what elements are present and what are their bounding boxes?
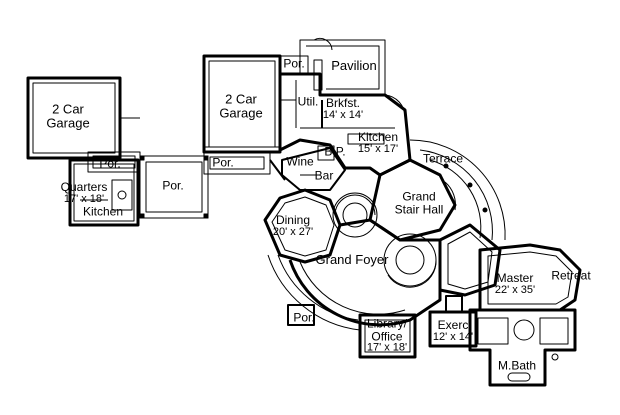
room-name: Master [496, 270, 534, 285]
room-label-pavilion: Pavilion [331, 59, 377, 73]
room-name-line2: Office [371, 329, 403, 344]
room-name: Wine [286, 154, 314, 169]
room-name: Por. [162, 178, 184, 193]
room-label-por-top: Por. [283, 58, 304, 71]
room-name-line2: Garage [46, 115, 90, 130]
room-label-quarters: Quarters 17' x 18' [61, 181, 108, 205]
terrace-walls [409, 139, 506, 241]
room-dimensions: 20' x 27' [272, 225, 314, 238]
room-label-bar: Bar [315, 170, 334, 183]
room-name: Por. [212, 155, 234, 170]
room-label-por-mid: Por. [162, 180, 183, 193]
room-name: Terrace [422, 151, 464, 166]
room-label-terrace: Terrace [423, 153, 463, 166]
room-label-grand-stair: Grand Stair Hall [395, 190, 444, 215]
grand-foyer-walls [288, 192, 442, 327]
room-label-exerc: Exerc 12' x 14' [433, 319, 473, 343]
connector-wall [269, 159, 286, 181]
room-name: Por. [293, 310, 315, 325]
room-dimensions: 22' x 35' [494, 283, 536, 296]
room-label-retreat: Retreat [551, 270, 590, 283]
room-label-library: Library/ Office 17' x 18' [367, 318, 407, 355]
room-name: Util. [297, 94, 319, 109]
room-dimensions: 12' x 14' [432, 330, 474, 343]
room-label-por-right: Por. [212, 157, 233, 170]
room-label-dining: Dining 20' x 27' [273, 214, 313, 238]
room-name: Por. [283, 56, 305, 71]
room-name: Kitchen [82, 204, 124, 219]
room-name: Brkfst. [325, 95, 361, 110]
room-name: Library/ [366, 316, 408, 331]
room-label-brkfst: Brkfst. 14' x 14' [323, 97, 363, 121]
quarters-walls [68, 158, 140, 227]
room-name: Pavilion [331, 58, 377, 74]
room-label-kitchen: Kitchen 15' x 17' [358, 131, 398, 155]
room-name: Dining [275, 212, 311, 227]
room-name-line2: Stair Hall [394, 202, 444, 216]
room-name: Grand Foyer [315, 252, 389, 268]
room-label-wine: Wine [286, 156, 313, 169]
room-label-por-bottom: Por. [293, 312, 314, 325]
room-name-line2: Garage [219, 105, 263, 120]
room-name: M.Bath [497, 358, 537, 373]
room-name: 2 Car [52, 101, 84, 117]
room-name: Retreat [551, 268, 591, 283]
room-label-garage-center: 2 Car Garage [219, 92, 262, 119]
room-name: Grand [402, 189, 436, 204]
porch-mid-walls [139, 155, 209, 219]
room-label-garage-left: 2 Car Garage [46, 102, 89, 129]
room-label-master: Master 22' x 35' [495, 272, 535, 296]
hall-box-walls [438, 223, 502, 297]
room-dimensions: 17' x 18' [366, 341, 408, 354]
room-label-bp: B.P. [324, 146, 345, 159]
library-walls [358, 313, 417, 359]
exerc-walls [428, 295, 478, 348]
room-name: Por. [99, 156, 121, 171]
room-label-por-left: Por. [99, 158, 120, 171]
room-name: 2 Car [225, 91, 257, 107]
front-porch-walls [267, 254, 361, 331]
room-name: Quarters [60, 179, 108, 194]
room-name: Kitchen [357, 129, 399, 144]
room-name: Bar [314, 168, 334, 183]
room-label-mbath: M.Bath [498, 360, 536, 373]
room-label-util: Util. [298, 96, 319, 109]
master-bath-walls [468, 308, 577, 387]
room-name: Exerc [437, 317, 469, 332]
room-label-grand-foyer: Grand Foyer [316, 253, 389, 267]
room-dimensions: 17' x 18' [63, 192, 105, 205]
room-dimensions: 14' x 14' [322, 108, 364, 121]
room-label-kitchen-small: Kitchen [83, 206, 123, 219]
room-dimensions: 15' x 17' [357, 142, 399, 155]
room-name: B.P. [324, 144, 346, 159]
